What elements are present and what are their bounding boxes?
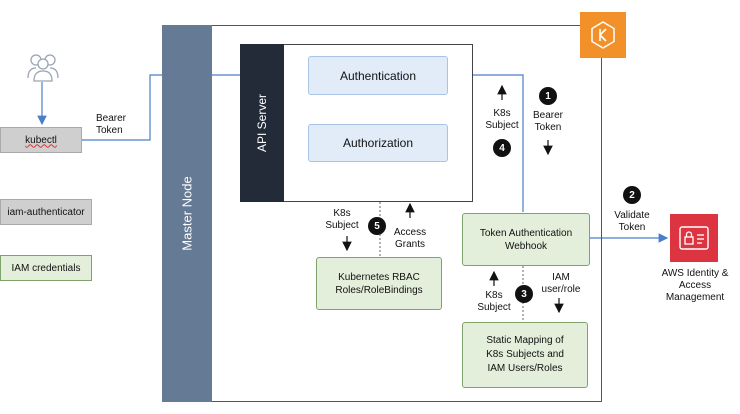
authentication-label: Authentication <box>339 68 417 83</box>
k8s-subject-label-5: K8s Subject <box>325 208 359 231</box>
k8s-subject-label-3: K8s Subject <box>477 290 511 313</box>
k8s-subject-label-4: K8s Subject <box>485 108 519 131</box>
rbac-label: Kubernetes RBAC Roles/RoleBindings <box>335 271 423 296</box>
step-1-badge: 1 <box>539 87 557 105</box>
api-server-bar: API Server <box>240 44 284 202</box>
aws-iam-label: AWS Identity & Access Management <box>661 268 729 303</box>
authorization-box: Authorization <box>308 124 448 162</box>
authenticator-label: iam-authenticator <box>7 206 85 218</box>
access-grants-label: Access Grants <box>393 227 427 250</box>
api-server-label: API Server <box>255 93 269 153</box>
master-node-label: Master Node <box>179 176 195 251</box>
kubectl-box: kubectl <box>0 127 82 153</box>
mapping-box: Static Mapping of K8s Subjects and IAM U… <box>462 322 588 388</box>
authenticator-box: iam-authenticator <box>0 199 92 225</box>
authorization-label: Authorization <box>342 136 414 150</box>
eks-icon <box>580 12 626 58</box>
authentication-box: Authentication <box>308 56 448 95</box>
credentials-box: IAM credentials <box>0 255 92 281</box>
step-3-badge: 3 <box>515 285 533 303</box>
step-2-badge: 2 <box>623 186 641 204</box>
webhook-label: Token Authentication Webhook <box>479 227 573 252</box>
rbac-box: Kubernetes RBAC Roles/RoleBindings <box>316 257 442 310</box>
webhook-box: Token Authentication Webhook <box>462 213 590 266</box>
validate-token-label: Validate Token <box>614 210 650 233</box>
step-4-badge: 4 <box>493 139 511 157</box>
master-node-bar: Master Node <box>162 25 212 402</box>
iam-icon <box>670 214 718 262</box>
iam-user-role-label: IAM user/role <box>541 272 581 295</box>
credentials-label: IAM credentials <box>11 262 81 274</box>
step-5-badge: 5 <box>368 217 386 235</box>
mapping-label: Static Mapping of K8s Subjects and IAM U… <box>486 335 564 374</box>
bearer-token-label-1: Bearer Token <box>532 110 563 133</box>
kubectl-label: kubectl <box>25 134 57 146</box>
users-icon <box>26 52 60 87</box>
bearer-token-left: Bearer Token <box>96 113 127 136</box>
